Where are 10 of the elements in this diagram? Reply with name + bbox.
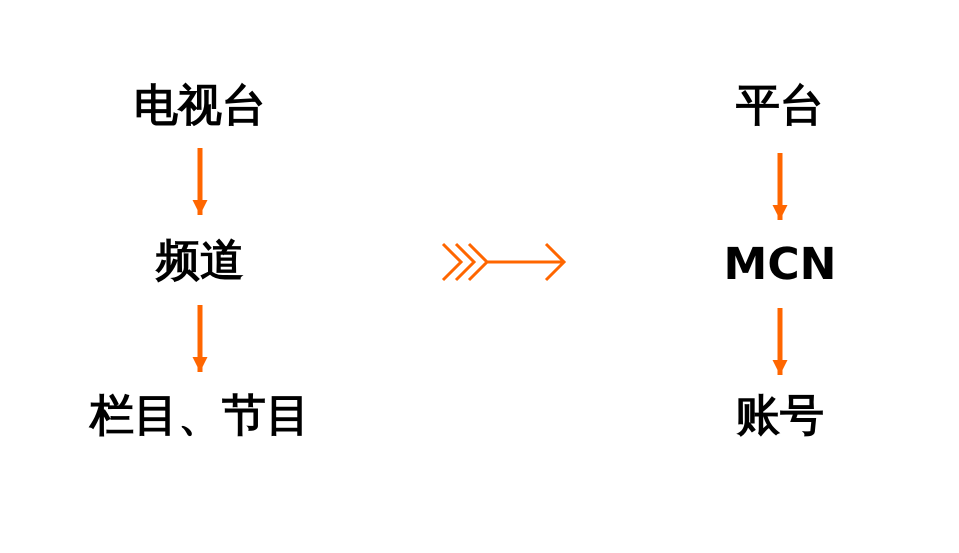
arrow: [192, 305, 208, 372]
node-label: 账号: [736, 388, 824, 442]
node-label: 频道: [156, 234, 244, 288]
node-label: MCN: [724, 238, 836, 290]
arrow: [772, 153, 788, 220]
node-label: 栏目、节目: [90, 388, 310, 442]
node-label: 电视台: [134, 78, 266, 132]
arrow: [772, 308, 788, 375]
arrow: [192, 148, 208, 215]
node-label: 平台: [736, 79, 824, 133]
